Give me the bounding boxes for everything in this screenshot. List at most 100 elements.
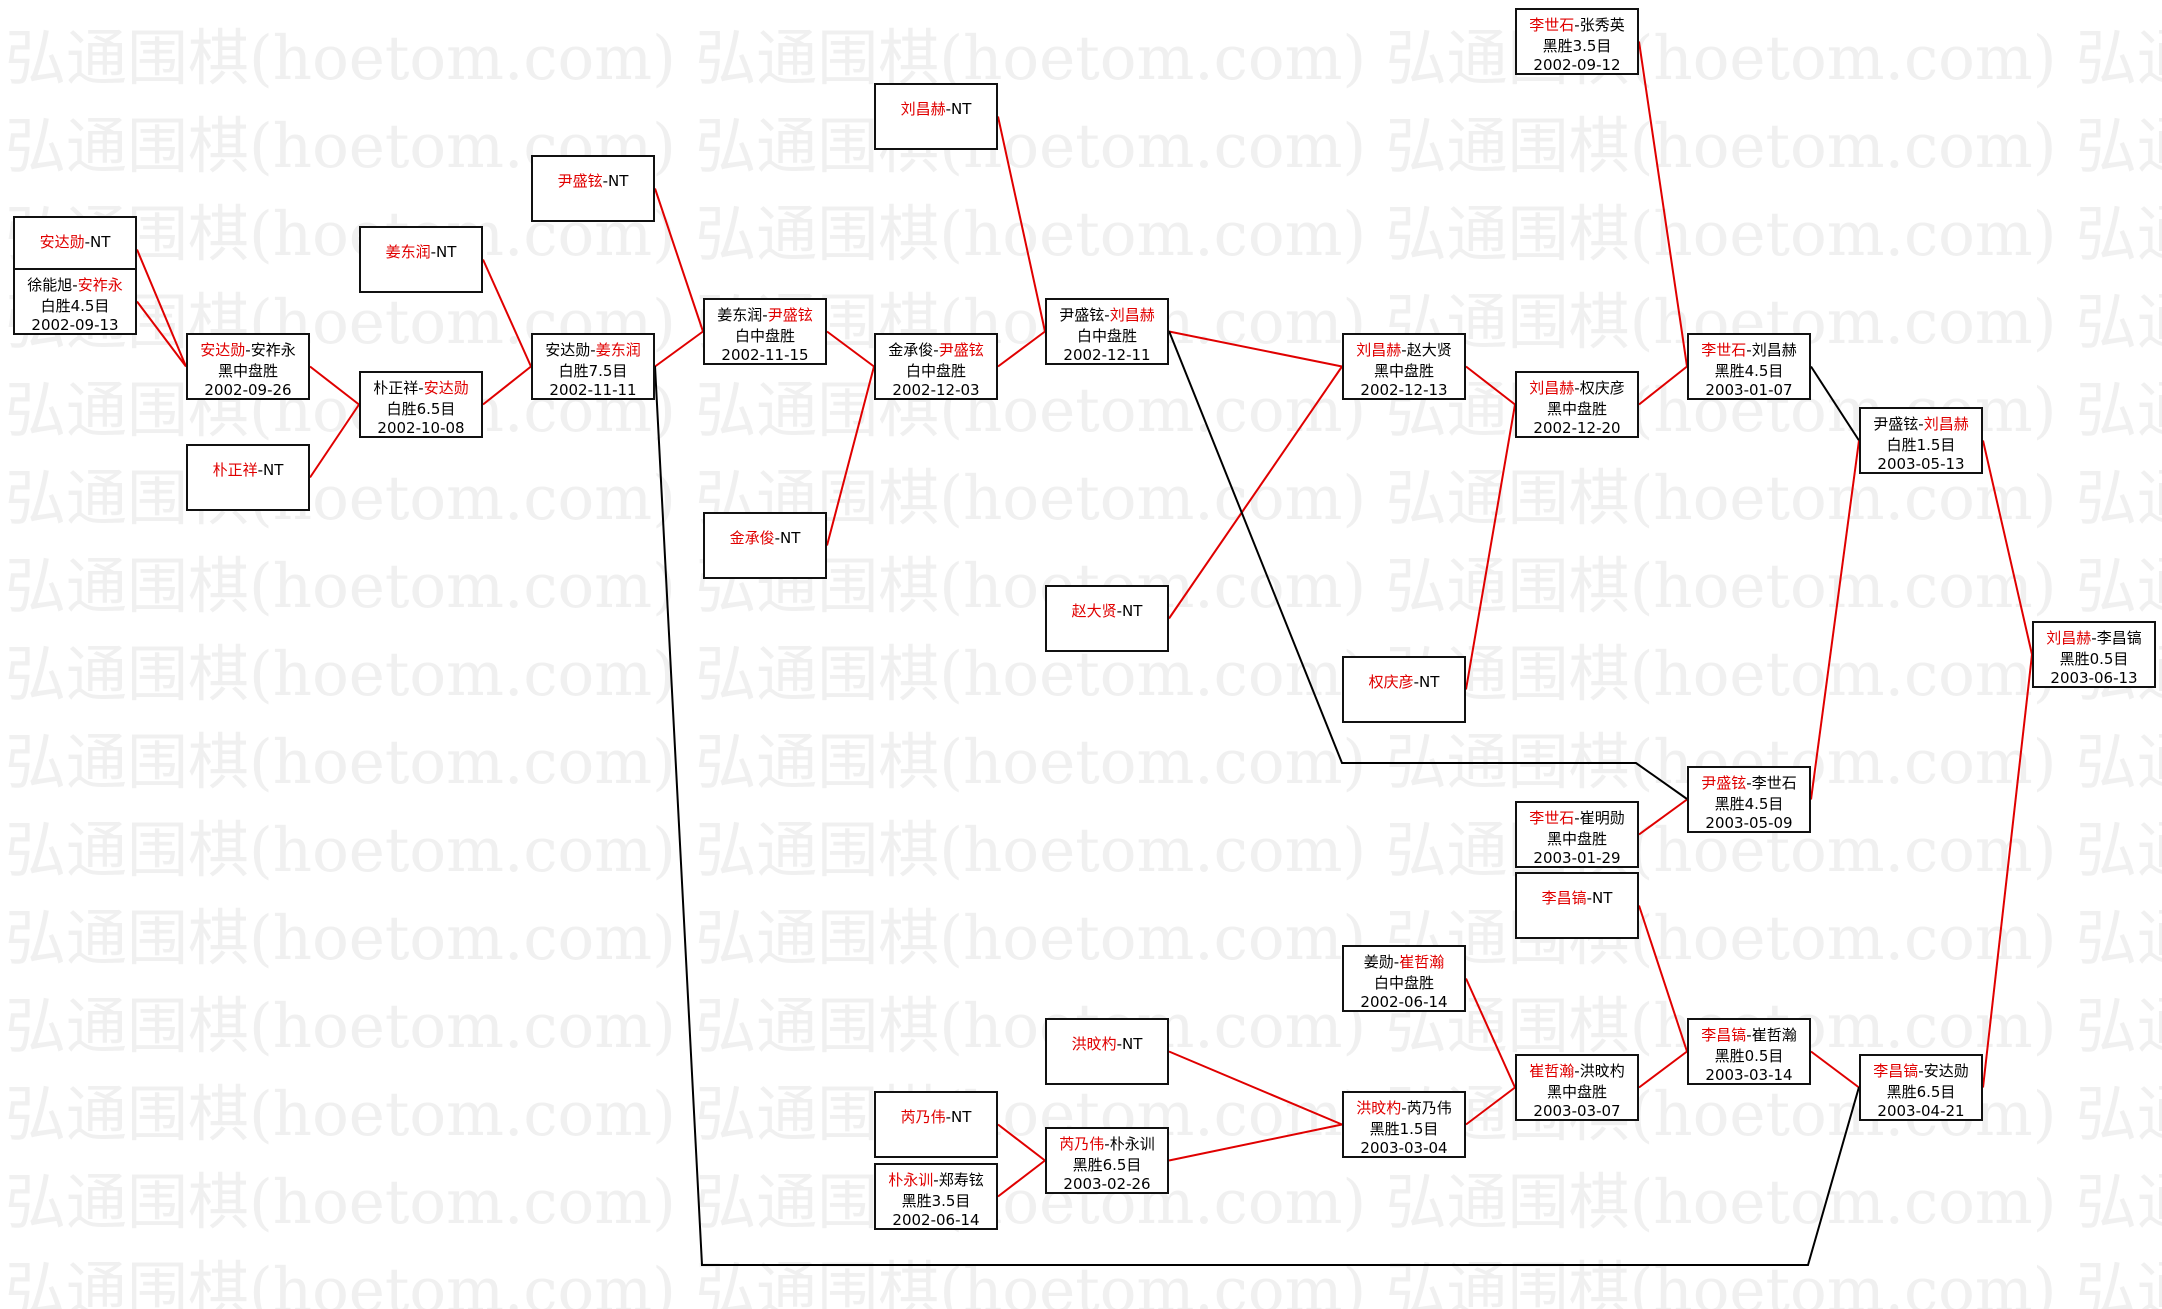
player-a: 尹盛铉 xyxy=(557,172,603,190)
player-b: 李世石 xyxy=(1751,774,1797,792)
bracket-route-middle xyxy=(1168,330,1688,800)
match-result: 白胜7.5目 xyxy=(558,362,628,380)
bracket-connector xyxy=(654,188,704,332)
match-players: 徐能旭-安祚永 xyxy=(15,275,135,295)
player-separator: - xyxy=(1116,1035,1123,1053)
match-result: 白中盘胜 xyxy=(734,327,795,345)
match-players: 李昌镐-NT xyxy=(1517,888,1637,908)
player-separator: - xyxy=(1586,889,1593,907)
player-separator: - xyxy=(933,341,939,359)
match-players: 安达勋-安祚永 xyxy=(188,340,308,360)
bracket-connector xyxy=(1168,365,1343,620)
match-players: 朴正祥-安达勋 xyxy=(361,378,481,398)
player-b: 崔哲瀚 xyxy=(1399,953,1445,971)
player-a: 权庆彦 xyxy=(1368,673,1414,691)
player-separator: - xyxy=(945,100,952,118)
bracket-connector xyxy=(1810,440,1860,800)
match-result: 黑胜3.5目 xyxy=(1542,37,1612,55)
bracket-connector xyxy=(826,330,875,368)
match-date: 2002-09-12 xyxy=(1533,56,1621,74)
bracket-connector xyxy=(997,330,1046,368)
player-separator: - xyxy=(945,1108,952,1126)
bracket-connector xyxy=(1638,365,1688,406)
match-result: 黑胜1.5目 xyxy=(1369,1120,1439,1138)
player-b: 崔哲瀚 xyxy=(1751,1026,1797,1044)
match-players: 权庆彦-NT xyxy=(1344,672,1464,692)
player-separator: - xyxy=(257,461,264,479)
match-players: 姜东润-NT xyxy=(361,242,481,262)
match-result: 黑胜3.5目 xyxy=(901,1192,971,1210)
bracket-connector xyxy=(136,249,187,367)
player-separator: - xyxy=(1116,602,1123,620)
match-players: 洪旼杓-芮乃伟 xyxy=(1344,1098,1464,1118)
match-result: 白胜6.5目 xyxy=(386,400,456,418)
bracket-connector xyxy=(309,365,360,406)
match-players: 崔哲瀚-洪旼杓 xyxy=(1517,1061,1637,1081)
match-date: 2003-03-07 xyxy=(1533,1102,1621,1120)
match-players: 金承俊-尹盛铉 xyxy=(876,340,996,360)
match-date: 2002-11-11 xyxy=(549,381,637,399)
bracket-connector xyxy=(1465,404,1516,690)
player-b: 刘昌赫 xyxy=(1923,415,1969,433)
player-b: 安达勋 xyxy=(1923,1062,1969,1080)
player-a: 徐能旭 xyxy=(27,276,73,294)
player-separator: - xyxy=(1574,809,1580,827)
match-box: 洪旼杓-NT xyxy=(1045,1018,1169,1085)
match-players: 李世石-崔明勋 xyxy=(1517,808,1637,828)
match-date: 2002-12-03 xyxy=(892,381,980,399)
player-a: 刘昌赫 xyxy=(2046,629,2092,647)
player-b: NT xyxy=(90,233,111,251)
match-result: 白中盘胜 xyxy=(1373,974,1434,992)
match-players: 刘昌赫-权庆彦 xyxy=(1517,378,1637,398)
match-players: 刘昌赫-李昌镐 xyxy=(2034,628,2154,648)
match-date: 2003-01-07 xyxy=(1705,381,1793,399)
bracket-connector xyxy=(1168,1123,1343,1162)
match-result: 黑中盘胜 xyxy=(217,362,278,380)
bracket-connector xyxy=(1168,330,1343,368)
player-b: 姜东润 xyxy=(595,341,641,359)
match-result: 黑胜6.5目 xyxy=(1072,1156,1142,1174)
player-separator: - xyxy=(1393,953,1400,971)
player-b: 李昌镐 xyxy=(2096,629,2142,647)
match-result: 白胜1.5目 xyxy=(1886,436,1956,454)
player-a: 尹盛铉 xyxy=(1873,415,1919,433)
player-a: 赵大贤 xyxy=(1071,602,1117,620)
match-date: 2002-09-26 xyxy=(204,381,292,399)
match-players: 朴正祥-NT xyxy=(188,460,308,480)
bracket-connector xyxy=(1465,365,1516,406)
player-a: 李昌镐 xyxy=(1873,1062,1919,1080)
match-result: 白胜4.5目 xyxy=(40,297,110,315)
match-date: 2002-06-14 xyxy=(892,1211,980,1229)
player-separator: - xyxy=(1574,16,1580,34)
bracket-connector xyxy=(136,300,187,368)
match-players: 芮乃伟-NT xyxy=(876,1107,996,1127)
player-a: 朴正祥 xyxy=(212,461,258,479)
player-b: NT xyxy=(1122,602,1143,620)
player-separator: - xyxy=(1746,1026,1752,1044)
player-b: NT xyxy=(436,243,457,261)
player-separator: - xyxy=(1918,415,1924,433)
match-players: 安达勋-姜东润 xyxy=(533,340,653,360)
player-separator: - xyxy=(1746,774,1752,792)
match-date: 2002-12-11 xyxy=(1063,346,1151,364)
player-separator: - xyxy=(1413,673,1420,691)
player-b: 权庆彦 xyxy=(1579,379,1625,397)
player-separator: - xyxy=(418,379,424,397)
player-separator: - xyxy=(72,276,78,294)
match-box: 朴正祥-NT xyxy=(186,444,310,511)
player-b: 尹盛铉 xyxy=(767,306,813,324)
player-separator: - xyxy=(774,529,781,547)
match-players: 刘昌赫-赵大贤 xyxy=(1344,340,1464,360)
player-b: 洪旼杓 xyxy=(1579,1062,1625,1080)
player-a: 李世石 xyxy=(1701,341,1747,359)
player-a: 姜勋 xyxy=(1363,953,1394,971)
player-b: NT xyxy=(1592,889,1613,907)
